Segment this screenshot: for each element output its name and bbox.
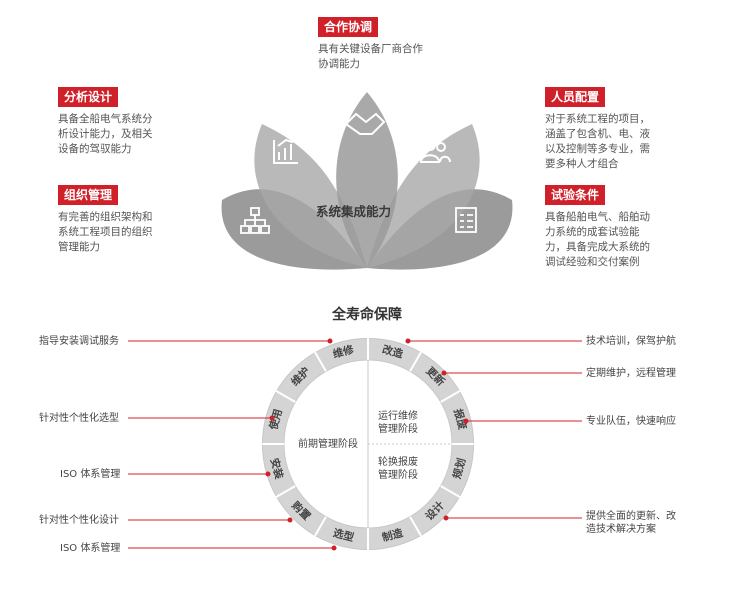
left-label-2: 针对性个性化选型 <box>39 413 119 424</box>
tag-analysis: 分析设计 <box>58 87 119 107</box>
desc-cooperation: 具有关键设备厂商合作 协调能力 <box>318 43 423 70</box>
chart-icon <box>273 135 299 164</box>
desc-analysis: 具备全船电气系统分 析设计能力，及相关 设备的驾驭能力 <box>58 113 153 155</box>
ring-divider-4 <box>409 351 422 372</box>
ring-divider-7 <box>440 485 461 498</box>
inner-right-bottom-label: 轮换报废 管理阶段 <box>378 457 418 481</box>
desc-personnel: 对于系统工程的项目， 涵盖了包含机、电、液 以及控制等多专业，需 要多种人才组合 <box>545 113 650 170</box>
ring-segment-2: 维修 <box>331 343 355 361</box>
left-label-5: ISO 体系管理 <box>60 543 121 554</box>
inner-right-top-label: 运行维修 管理阶段 <box>378 411 418 435</box>
capability-center-label: 系统集成能力 <box>316 204 392 219</box>
ring-segment-9: 选型 <box>332 526 356 544</box>
people-icon <box>419 139 451 163</box>
right-label-3: 专业队伍，快速响应 <box>586 416 676 427</box>
handshake-icon <box>344 112 386 135</box>
inner-left-label: 前期管理阶段 <box>298 439 358 450</box>
tag-testing: 试验条件 <box>545 185 606 205</box>
desc-organization: 有完善的组织架构和 系统工程项目的组织 管理能力 <box>58 211 153 253</box>
ring-divider-8 <box>409 516 422 537</box>
ring-segment-6: 规划 <box>450 457 468 481</box>
left-label-3: ISO 体系管理 <box>60 469 121 480</box>
tag-personnel: 人员配置 <box>545 87 606 107</box>
right-label-1: 技术培训，保驾护航 <box>586 336 676 347</box>
ring-segment-11: 安装 <box>268 457 286 481</box>
right-label-2: 定期维护，远程管理 <box>586 368 676 379</box>
tag-cooperation: 合作协调 <box>318 17 379 37</box>
tag-organization: 组织管理 <box>58 185 119 205</box>
ring-segment-0: 使用 <box>266 407 284 432</box>
ring-dividers <box>262 338 474 550</box>
lifecycle-title: 全寿命保障 <box>332 307 402 323</box>
right-label-4: 提供全面的更新、改 造技术解决方案 <box>586 511 676 535</box>
ring-segment-8: 制造 <box>381 526 405 544</box>
desc-testing: 具备船舶电气、船舶动 力系统的成套试验能 力，具备完成大系统的 调试经验和交付案… <box>545 211 650 268</box>
left-label-4: 针对性个性化设计 <box>39 515 119 526</box>
ring-divider-10 <box>314 516 327 537</box>
lifecycle-ring <box>262 338 474 550</box>
checklist-icon <box>455 207 477 233</box>
ring-segment-5: 报废 <box>451 407 469 431</box>
org-chart-icon <box>240 207 270 234</box>
petal-center <box>336 92 398 268</box>
ring-segment-3: 改造 <box>381 343 405 361</box>
left-label-1: 指导安装调试服务 <box>39 336 119 347</box>
ring-divider-1 <box>275 390 296 403</box>
ring-divider-2 <box>314 351 327 372</box>
lotus <box>221 92 513 270</box>
petal-right <box>367 124 480 268</box>
ring-divider-11 <box>275 485 296 498</box>
ring-divider-5 <box>440 390 461 403</box>
petal-left <box>254 124 367 268</box>
leader-lines <box>128 338 582 551</box>
